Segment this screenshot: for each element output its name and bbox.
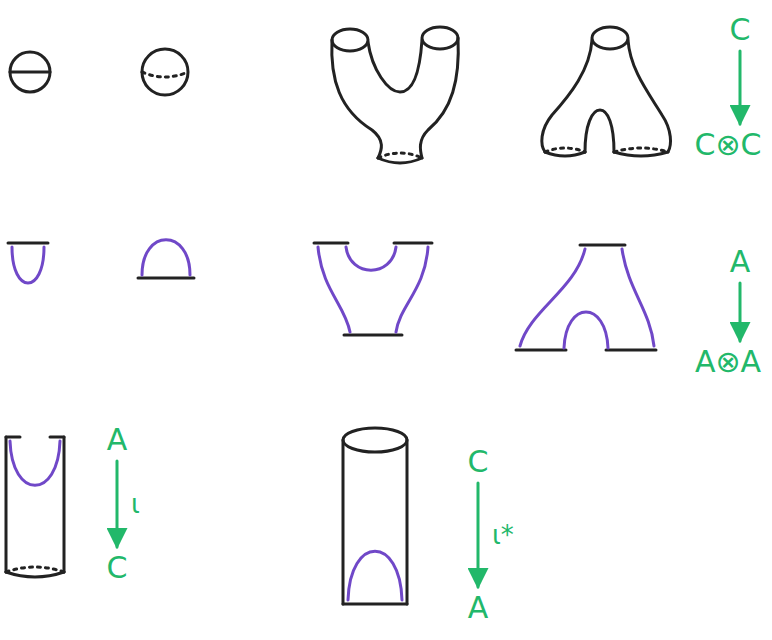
map-name: ι* bbox=[490, 520, 516, 550]
pants-arc bbox=[346, 247, 396, 270]
algebra-label: A bbox=[103, 421, 132, 459]
cap-boundary bbox=[10, 71, 50, 74]
cup-sphere bbox=[142, 49, 188, 95]
cup-arc bbox=[12, 247, 44, 283]
pants-top-circle bbox=[332, 29, 368, 51]
algebra-label: A⊗A bbox=[691, 343, 765, 381]
pants-top-circle bbox=[422, 27, 458, 49]
pants-bottom bbox=[545, 152, 668, 156]
boundary-segment bbox=[138, 277, 194, 280]
cylinder-arc bbox=[348, 551, 402, 600]
object-text: C⊗C bbox=[694, 128, 761, 162]
algebra-label: C bbox=[464, 443, 493, 481]
pants-bottom bbox=[378, 158, 422, 163]
pants-outline bbox=[628, 40, 670, 152]
closed-surfaces bbox=[6, 27, 670, 604]
cylinder-side bbox=[406, 440, 409, 604]
pants-arc bbox=[564, 312, 608, 348]
object-text: A bbox=[468, 591, 489, 625]
pants-outline bbox=[368, 40, 422, 92]
boundary-segment bbox=[580, 244, 625, 247]
boundary-segment bbox=[516, 349, 566, 352]
algebra-label: A bbox=[464, 589, 493, 627]
object-text: A bbox=[107, 423, 128, 457]
boundary-segment bbox=[394, 242, 432, 245]
cylinder-bottom bbox=[6, 572, 64, 577]
pants-arc bbox=[396, 247, 428, 332]
cylinder-top bbox=[343, 428, 407, 452]
morphism-arrow bbox=[116, 461, 119, 547]
pants-arc bbox=[622, 249, 654, 346]
map-name: ι bbox=[129, 489, 142, 519]
object-text: C bbox=[468, 445, 489, 479]
pants-top-circle bbox=[592, 27, 628, 49]
morphism-arrow bbox=[739, 51, 742, 124]
morphism-arrow bbox=[739, 283, 742, 341]
cap-arc bbox=[142, 240, 190, 275]
pants-outline bbox=[542, 40, 592, 152]
pants-arc bbox=[318, 247, 350, 332]
cylinder-bottom-back bbox=[6, 567, 64, 572]
pants-outline bbox=[585, 110, 614, 152]
cylinder-side bbox=[342, 440, 345, 604]
cylinder-side bbox=[63, 437, 66, 572]
cylinder-arc bbox=[10, 441, 60, 485]
cylinder-side bbox=[5, 437, 8, 572]
object-text: C bbox=[107, 551, 128, 585]
pants-outline bbox=[420, 38, 458, 158]
pants-bottom-back bbox=[378, 153, 422, 158]
object-text: A⊗A bbox=[695, 345, 761, 379]
algebra-label: C bbox=[726, 11, 755, 49]
object-text: C bbox=[730, 13, 751, 47]
cap-sphere bbox=[10, 52, 50, 92]
cylinder-top bbox=[6, 436, 64, 439]
morphism-arrow bbox=[477, 483, 480, 587]
pants-bottom-back bbox=[545, 148, 668, 152]
boundary-segment bbox=[314, 242, 348, 245]
algebra-label: A bbox=[726, 243, 755, 281]
pants-arc bbox=[520, 249, 585, 346]
boundary-segment bbox=[8, 242, 48, 245]
cup-boundary bbox=[142, 72, 188, 77]
boundary-segment bbox=[606, 349, 656, 352]
object-text: A bbox=[730, 245, 751, 279]
cylinder-bottom bbox=[343, 603, 407, 606]
free-boundaries bbox=[10, 240, 654, 600]
boundary-segment bbox=[344, 334, 402, 337]
pants-outline bbox=[332, 40, 382, 158]
algebra-label: C bbox=[103, 549, 132, 587]
algebra-label: C⊗C bbox=[690, 126, 765, 164]
